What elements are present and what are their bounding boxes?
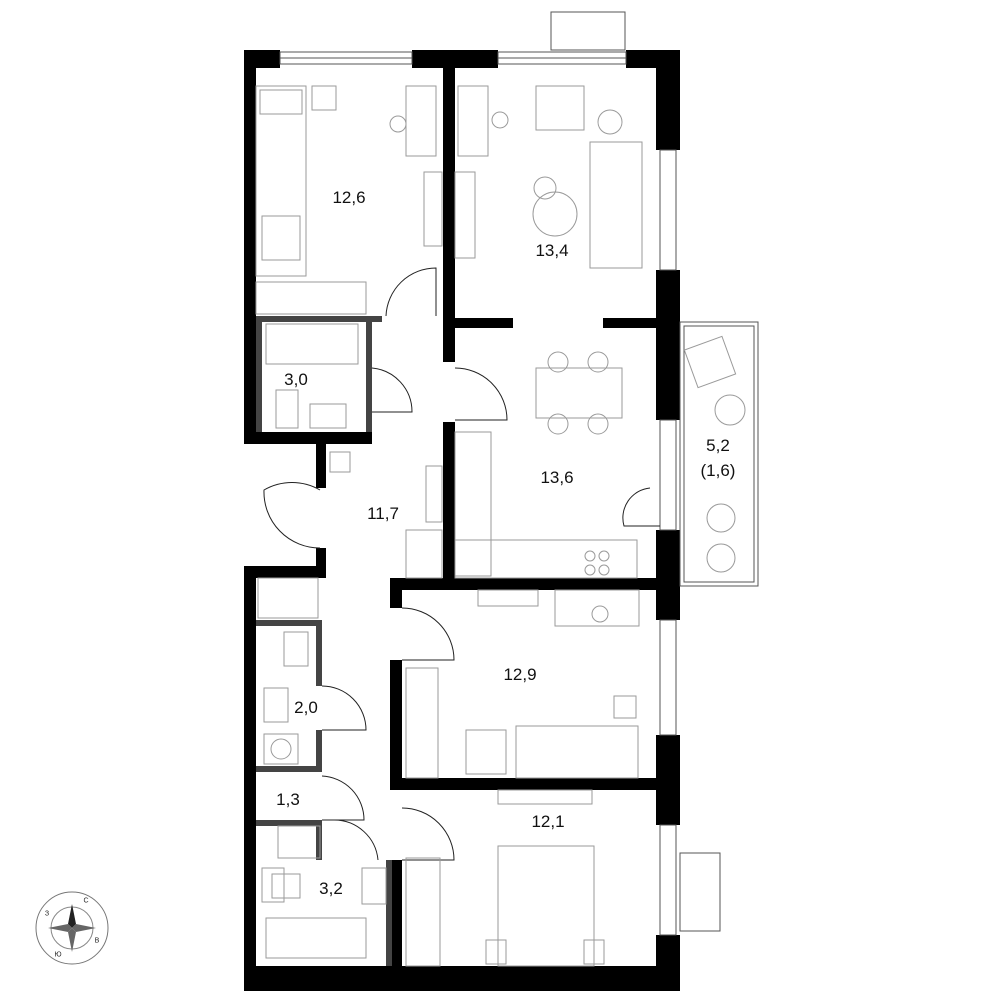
room-area-bedroom-bottom: 12,1 (531, 812, 565, 831)
room-area-bedroom-top-left: 12,6 (332, 188, 366, 207)
compass-icon (35, 891, 109, 965)
windows (279, 11, 721, 936)
compass-south-label: Ю (54, 951, 62, 959)
compass-west-label: З (44, 910, 50, 918)
room-area-bedroom-middle: 12,9 (503, 665, 537, 684)
room-area-hallway: 11,7 (367, 504, 399, 523)
room-area-balcony: 5,2 (706, 436, 730, 455)
room-area-balcony-reduced: (1,6) (700, 461, 736, 480)
room-area-toilet: 2,0 (294, 698, 318, 717)
room-area-kitchen: 13,6 (540, 468, 574, 487)
room-area-bathroom-bottom: 3,2 (319, 879, 343, 898)
furniture (255, 85, 643, 967)
room-area-living-room: 13,4 (535, 241, 569, 260)
room-area-bathroom-top: 3,0 (284, 370, 308, 389)
balcony-outline (679, 321, 759, 587)
doors (263, 267, 660, 861)
compass-north-label: С (83, 897, 89, 905)
compass-east-label: В (94, 937, 100, 945)
room-area-storage: 1,3 (276, 790, 300, 809)
walls (244, 50, 680, 991)
